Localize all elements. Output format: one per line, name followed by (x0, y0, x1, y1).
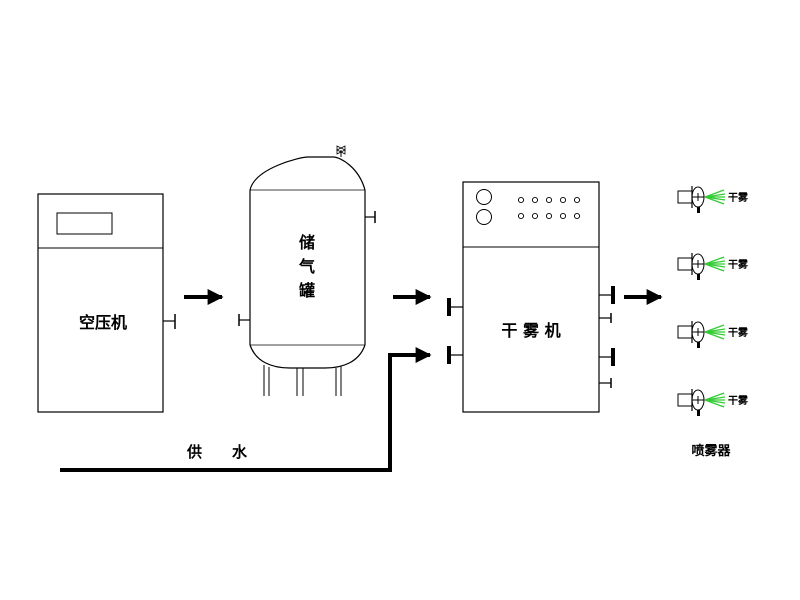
nozzle-2: 干雾 (677, 253, 749, 280)
sprayer-nozzles: 干雾 干雾 (677, 186, 749, 459)
nozzle-icon (677, 186, 705, 213)
nozzle-label: 干雾 (728, 327, 749, 339)
nozzle-icon (677, 253, 705, 280)
nozzle-4: 干雾 (677, 389, 749, 416)
safety-valve-icon (336, 145, 346, 157)
water-supply-line (60, 347, 432, 472)
nozzle-icon (677, 389, 705, 416)
dry-fog-machine: 干 雾 机 (447, 181, 615, 413)
spray-icon (704, 189, 726, 205)
indicator-lights (517, 196, 581, 220)
spray-icon (704, 324, 726, 340)
spray-icon (704, 392, 726, 408)
compressor-display (56, 212, 113, 235)
nozzle-label: 干雾 (728, 259, 749, 271)
water-supply-label: 供 水 (186, 443, 248, 461)
tank-label-3: 罐 (298, 281, 315, 300)
nozzle-icon (677, 321, 705, 348)
nozzle-3: 干雾 (677, 321, 749, 348)
nozzle-label: 干雾 (728, 395, 749, 407)
gauge-dial-icon (476, 209, 492, 225)
compressor-label: 空压机 (79, 313, 127, 332)
gauge-dial-icon (476, 189, 492, 205)
spray-icon (704, 256, 726, 272)
tank-label-2: 气 (298, 257, 315, 276)
air-storage-tank: 储 气 罐 (238, 145, 376, 396)
tank-label-1: 储 (298, 233, 315, 252)
air-compressor: 空压机 (37, 193, 176, 413)
nozzle-label: 干雾 (728, 192, 749, 204)
sprayer-label: 喷雾器 (691, 443, 731, 459)
nozzle-1: 干雾 (677, 186, 749, 213)
dry-fog-machine-label: 干 雾 机 (501, 321, 560, 340)
